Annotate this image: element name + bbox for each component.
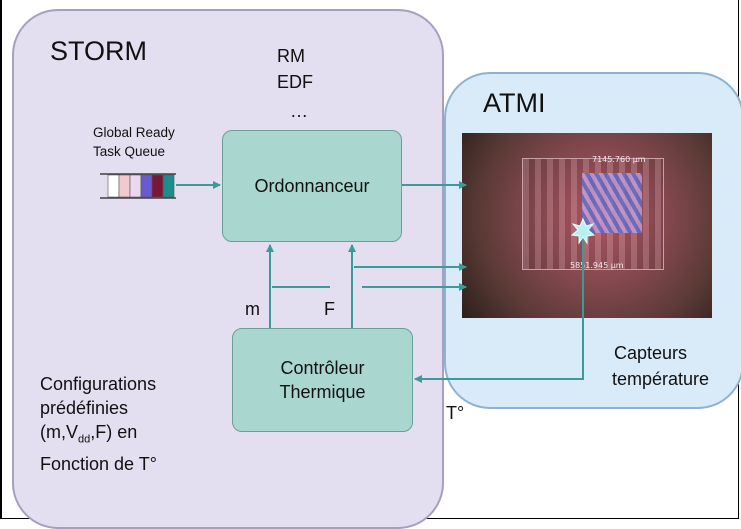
config-line3-prefix: (m,V — [40, 422, 78, 442]
config-line3-sub: dd — [78, 433, 91, 446]
thermal-controller-block: Contrôleur Thermique — [232, 328, 413, 432]
scheduler-block: Ordonnanceur — [222, 130, 402, 242]
chip-dimension-bottom: 5851.945 µm — [570, 261, 624, 270]
queue-task-cell — [140, 174, 153, 198]
task-queue-graphic — [100, 173, 176, 199]
queue-label-line1: Global Ready — [93, 125, 175, 140]
sensor-star-icon — [570, 217, 596, 245]
scheduler-label: Ordonnanceur — [254, 176, 370, 196]
chip-dimension-top: 7145.760 µm — [592, 155, 646, 164]
queue-task-cell — [118, 174, 131, 198]
config-line4: Fonction de T° — [40, 453, 157, 474]
thermal-controller-label: Contrôleur Thermique — [279, 356, 365, 404]
queue-task-cell — [162, 174, 175, 198]
config-line1: Configurations — [40, 374, 157, 394]
chip-hotspot-area — [582, 173, 642, 233]
atmi-title: ATMI — [483, 88, 546, 118]
label-m: m — [245, 299, 260, 319]
storm-title: STORM — [50, 36, 148, 66]
policy-edf: EDF — [277, 72, 313, 92]
config-line3-suffix: ,F) en — [90, 422, 138, 442]
queue-task-cell — [151, 174, 164, 198]
queue-task-cell — [107, 174, 120, 198]
config-text: Configurations prédéfinies (m,Vdd,F) en … — [40, 372, 157, 476]
storm-panel — [12, 9, 444, 529]
queue-label-line2: Task Queue — [93, 144, 166, 159]
policy-ellipsis: … — [290, 101, 308, 121]
arrow-sensor-to-controller — [414, 231, 584, 383]
sensors-line1: Capteurs — [614, 343, 688, 363]
policy-rm: RM — [277, 46, 305, 66]
chip-die-image: 7145.760 µm 5851.945 µm — [462, 133, 712, 318]
temperature-label: T° — [446, 403, 465, 423]
config-line3: (m,Vdd,F) en — [40, 422, 138, 446]
label-f: F — [324, 299, 335, 319]
sensors-line2: température — [612, 369, 710, 389]
queue-task-cell — [129, 174, 142, 198]
controller-line2: Thermique — [279, 382, 366, 402]
config-line2: prédéfinies — [40, 398, 129, 418]
sensors-text: Capteurs température — [612, 340, 710, 392]
controller-line1: Contrôleur — [280, 358, 365, 378]
